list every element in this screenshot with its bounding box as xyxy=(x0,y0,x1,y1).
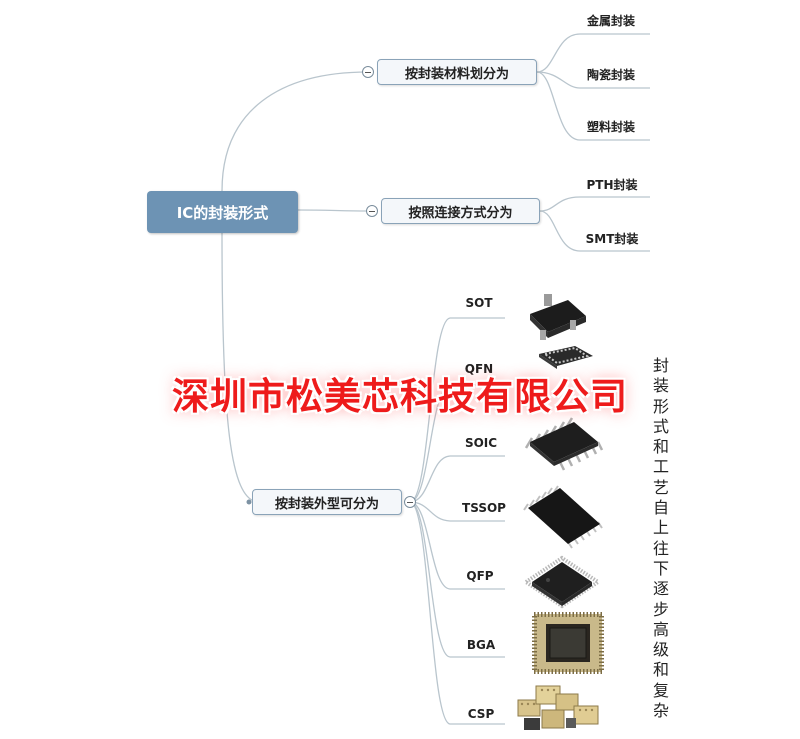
qfp-chip-image xyxy=(522,555,602,609)
leaf-metal[interactable]: 金属封装 xyxy=(586,14,636,28)
qfn-chip-image xyxy=(539,346,593,369)
leaf-bga[interactable]: BGA xyxy=(466,638,496,652)
leaf-tssop[interactable]: TSSOP xyxy=(462,501,506,515)
leaf-plastic[interactable]: 塑料封装 xyxy=(586,120,636,134)
collapse-toggle-branch-connection[interactable] xyxy=(366,205,378,217)
side-note-vertical: 封装形式和工艺自上往下逐步高级和复杂 xyxy=(652,356,669,721)
leaf-csp[interactable]: CSP xyxy=(467,707,495,721)
root-node[interactable]: IC的封装形式 xyxy=(147,191,298,233)
collapse-toggle-branch-material[interactable] xyxy=(362,66,374,78)
leaf-smt[interactable]: SMT封装 xyxy=(585,232,639,246)
branch-label: 按照连接方式分为 xyxy=(408,205,513,221)
bga-chip-image xyxy=(532,612,604,674)
root-label: IC的封装形式 xyxy=(176,203,269,222)
soic-chip-image xyxy=(524,417,604,471)
leaf-soic[interactable]: SOIC xyxy=(464,436,498,450)
branch-label: 按封装材料划分为 xyxy=(404,66,509,82)
leaf-sot[interactable]: SOT xyxy=(465,296,493,310)
branch-label: 按封装外型可分为 xyxy=(274,496,379,512)
sot-chip-image xyxy=(530,294,586,340)
leaf-ceramic[interactable]: 陶瓷封装 xyxy=(586,68,636,82)
leaf-qfp[interactable]: QFP xyxy=(466,569,494,583)
tssop-chip-image xyxy=(523,485,603,549)
collapse-toggle-branch-shape[interactable] xyxy=(404,496,416,508)
csp-chip-image xyxy=(517,685,599,730)
branch-node-connection[interactable]: 按照连接方式分为 xyxy=(381,198,540,224)
leaf-pth[interactable]: PTH封装 xyxy=(586,178,638,192)
company-watermark: 深圳市松美芯科技有限公司 xyxy=(172,375,628,418)
branch-node-shape[interactable]: 按封装外型可分为 xyxy=(252,489,402,515)
leaf-qfn[interactable]: QFN xyxy=(464,362,494,376)
branch-node-material[interactable]: 按封装材料划分为 xyxy=(377,59,537,85)
